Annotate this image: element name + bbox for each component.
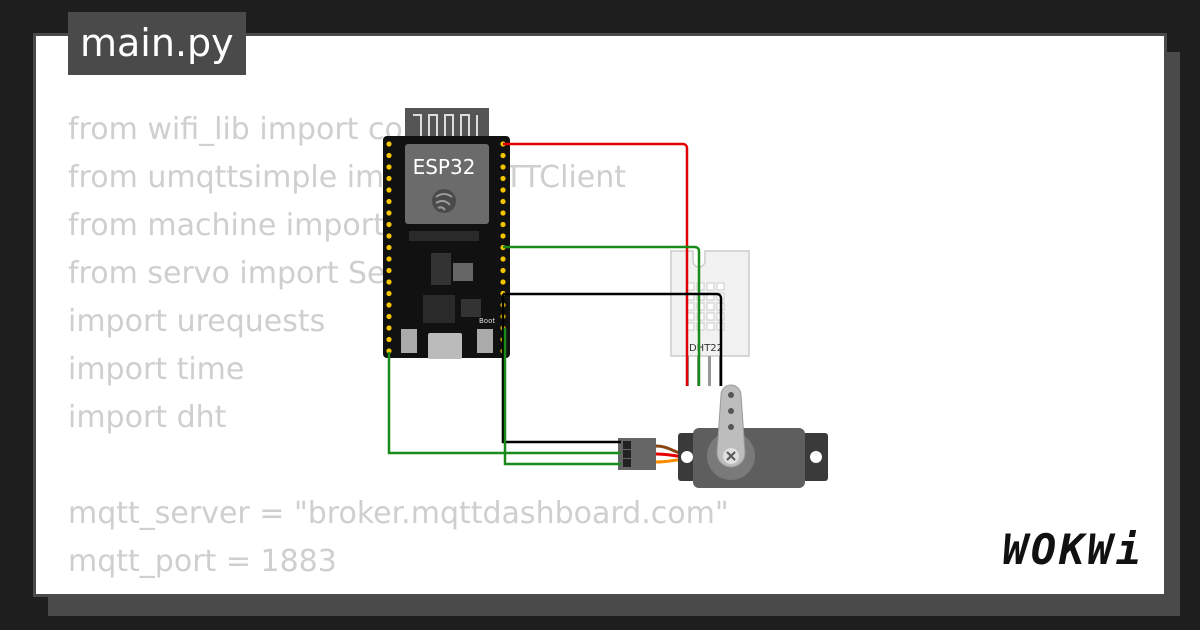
wire-dht-ground[interactable] bbox=[503, 292, 723, 386]
gpio-pin bbox=[386, 279, 392, 285]
sensor-pin bbox=[708, 356, 711, 386]
gpio-pin bbox=[500, 267, 506, 274]
code-line: import dht bbox=[68, 400, 227, 435]
mount-hole bbox=[810, 451, 822, 463]
wires bbox=[387, 142, 723, 466]
micro-usb-port bbox=[428, 333, 462, 359]
vent-slot bbox=[706, 282, 715, 291]
pin-header-strip bbox=[409, 231, 479, 241]
preview-card: from wifi_lib import connect from umqtts… bbox=[33, 33, 1167, 597]
gpio-pin bbox=[386, 198, 392, 205]
gpio-pin bbox=[500, 175, 506, 182]
code-line: mqtt_server = "broker.mqttdashboard.com" bbox=[68, 496, 729, 531]
code-line: mqtt_user = "" bbox=[68, 586, 729, 594]
servo-motor[interactable] bbox=[618, 384, 828, 488]
gpio-pin bbox=[386, 256, 392, 262]
wokwi-logo[interactable]: WOKWi bbox=[1002, 525, 1144, 574]
board-label: ESP32 bbox=[413, 155, 476, 179]
gpio-pin bbox=[500, 256, 506, 262]
vent-slot bbox=[716, 282, 725, 291]
code-line: mqtt_port = 1883 bbox=[68, 544, 337, 579]
file-tab[interactable]: main.py bbox=[68, 12, 246, 75]
gpio-pin bbox=[500, 187, 506, 193]
gpio-pin bbox=[386, 290, 392, 297]
gpio-pin bbox=[386, 141, 392, 147]
led-component bbox=[461, 299, 481, 317]
vent-slot bbox=[706, 302, 715, 311]
circuit-diagram: ESP32 Boot DHT22 bbox=[383, 108, 828, 488]
esp32-board[interactable]: ESP32 Boot bbox=[383, 108, 510, 359]
gpio-pin bbox=[386, 244, 392, 251]
sensor-label: DHT22 bbox=[689, 343, 723, 354]
gpio-pin bbox=[500, 210, 506, 216]
gpio-pin bbox=[386, 210, 392, 216]
boot-label: Boot bbox=[479, 317, 495, 325]
gpio-pin bbox=[386, 348, 392, 354]
gpio-pin bbox=[386, 221, 392, 228]
gpio-pin bbox=[500, 164, 506, 170]
gpio-pin bbox=[500, 233, 506, 239]
pin-column-left bbox=[386, 141, 392, 354]
wire-servo-ground[interactable] bbox=[501, 294, 621, 444]
gpio-pin bbox=[386, 152, 392, 159]
connector-pin bbox=[623, 441, 631, 449]
gpio-pin bbox=[386, 325, 392, 331]
wire-vcc[interactable] bbox=[503, 142, 689, 386]
rf-shield bbox=[405, 144, 489, 224]
en-button[interactable] bbox=[401, 329, 417, 353]
usb-uart-chip bbox=[423, 295, 455, 323]
gpio-pin bbox=[386, 313, 392, 320]
gpio-pin bbox=[386, 302, 392, 308]
gpio-pin bbox=[386, 233, 392, 239]
vent-slot bbox=[696, 312, 705, 321]
gpio-pin bbox=[500, 279, 506, 285]
vent-slot bbox=[696, 282, 705, 291]
gpio-pin bbox=[386, 187, 392, 193]
gpio-pin bbox=[500, 152, 506, 159]
horn-hole bbox=[728, 392, 734, 398]
wire-dht-data[interactable] bbox=[503, 245, 701, 386]
wire-servo-power[interactable] bbox=[387, 352, 621, 455]
connector-pin bbox=[623, 459, 631, 467]
vent-slot bbox=[696, 322, 705, 331]
gpio-pin bbox=[386, 164, 392, 170]
pin-column-right bbox=[500, 141, 506, 354]
gpio-pin bbox=[386, 336, 392, 343]
gpio-pin bbox=[500, 198, 506, 205]
horn-hole bbox=[728, 424, 734, 430]
espressif-logo-icon bbox=[432, 189, 456, 213]
boot-button[interactable] bbox=[477, 329, 493, 353]
vent-slot bbox=[706, 312, 715, 321]
dht22-sensor[interactable]: DHT22 bbox=[670, 250, 750, 386]
gpio-pin bbox=[500, 221, 506, 228]
wire-servo-signal[interactable] bbox=[503, 328, 621, 466]
vent-slot bbox=[706, 322, 715, 331]
mount-hole bbox=[681, 451, 693, 463]
code-line: import urequests bbox=[68, 304, 326, 339]
gpio-pin bbox=[386, 267, 392, 274]
regulator-chip bbox=[431, 253, 451, 285]
horn-hole bbox=[728, 408, 734, 414]
gpio-pin bbox=[386, 175, 392, 182]
connector-pin bbox=[623, 450, 631, 458]
code-line: import time bbox=[68, 352, 245, 387]
servo-screw-icon bbox=[723, 448, 739, 464]
vent-slot bbox=[696, 302, 705, 311]
capacitor bbox=[453, 263, 473, 281]
